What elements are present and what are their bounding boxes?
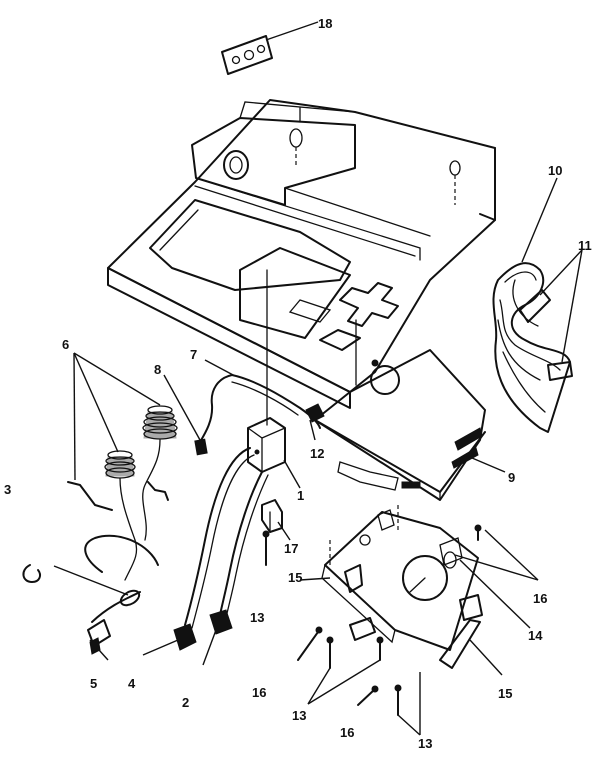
part-17-bracket — [261, 499, 283, 533]
callout-15b: 15 — [498, 686, 512, 701]
callout-9: 9 — [508, 470, 515, 485]
callout-3: 3 — [4, 482, 11, 497]
part-14-mounting-plate — [321, 505, 479, 651]
callout-16a: 16 — [533, 591, 547, 606]
callout-11: 11 — [578, 238, 592, 253]
callout-16b: 16 — [252, 685, 266, 700]
callout-10: 10 — [548, 163, 562, 178]
part-6-coil-springs — [67, 405, 178, 581]
callout-labels: 18 10 11 6 7 8 12 1 9 17 3 16 14 15 13 1… — [4, 16, 592, 751]
part-18-bracket — [221, 35, 273, 75]
callout-18: 18 — [318, 16, 332, 31]
callout-13a: 13 — [250, 610, 264, 625]
part-5-terminal — [84, 534, 159, 655]
part-1-switch-block — [247, 269, 357, 473]
callout-4: 4 — [128, 676, 136, 691]
callout-6: 6 — [62, 337, 69, 352]
callout-8: 8 — [154, 362, 161, 377]
callout-13c: 13 — [418, 736, 432, 751]
callout-17: 17 — [284, 541, 298, 556]
leader-lines — [53, 21, 583, 736]
main-housing — [107, 99, 496, 409]
callout-13b: 13 — [292, 708, 306, 723]
part-3-hook — [22, 564, 41, 583]
callout-2: 2 — [182, 695, 189, 710]
callout-1: 1 — [297, 488, 304, 503]
screws — [262, 524, 482, 716]
callout-7: 7 — [190, 347, 197, 362]
callout-15a: 15 — [288, 570, 302, 585]
part-11-connectors — [519, 289, 573, 381]
callout-5: 5 — [90, 676, 97, 691]
part-2-lead-wire — [209, 471, 269, 635]
part-7-wire-harness — [194, 374, 325, 456]
callout-16c: 16 — [340, 725, 354, 740]
callout-12: 12 — [310, 446, 324, 461]
part-4-lead-wire — [173, 447, 255, 651]
callout-14: 14 — [528, 628, 543, 643]
part-10-ribbon-cable — [492, 262, 571, 433]
part-9-module — [314, 349, 486, 501]
part-15-clips — [344, 564, 483, 669]
